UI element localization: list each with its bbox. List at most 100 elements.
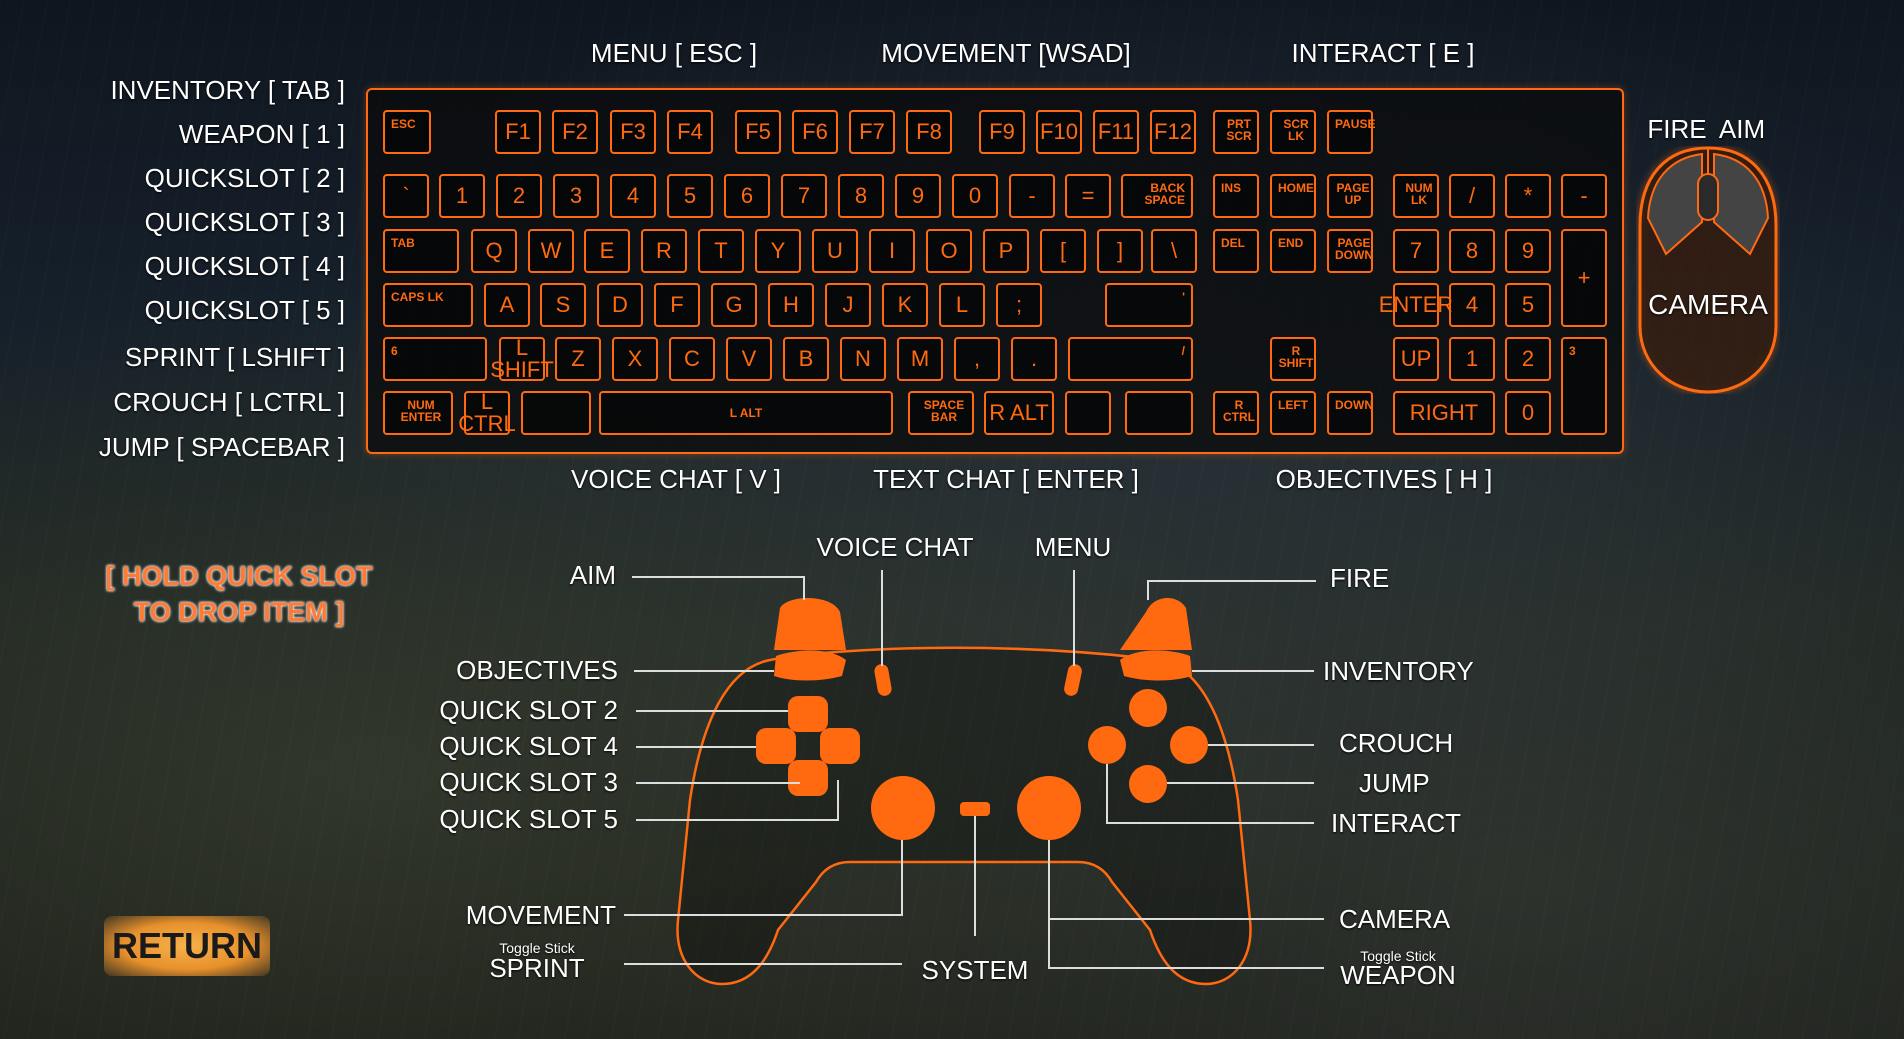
face-button-right[interactable] xyxy=(1170,726,1208,764)
key-space-bar-94[interactable]: SPACE BAR xyxy=(908,391,974,435)
key-5-21[interactable]: 5 xyxy=(667,174,713,218)
left-trigger[interactable] xyxy=(774,597,846,650)
key-sym-83[interactable]: . xyxy=(1011,337,1057,381)
face-button-bottom[interactable] xyxy=(1129,765,1167,803)
key-scr-lk-14[interactable]: SCR LK xyxy=(1270,110,1316,154)
share-button[interactable] xyxy=(873,663,892,697)
face-button-top[interactable] xyxy=(1129,689,1167,727)
key-sym-34[interactable]: / xyxy=(1449,174,1495,218)
key-k-66[interactable]: K xyxy=(882,283,928,327)
key-pause-15[interactable]: PAUSE xyxy=(1327,110,1375,154)
key-f6-6[interactable]: F6 xyxy=(792,110,838,154)
key-6-22[interactable]: 6 xyxy=(724,174,770,218)
key-l-ctrl-91[interactable]: L CTRL xyxy=(458,389,516,436)
key-6-73[interactable]: 6 xyxy=(383,337,487,381)
key-sym-69[interactable]: ' xyxy=(1105,283,1193,327)
key-1-87[interactable]: 1 xyxy=(1449,337,1495,381)
dpad-up[interactable] xyxy=(788,696,828,732)
key-2-18[interactable]: 2 xyxy=(496,174,542,218)
key-sym-84[interactable]: / xyxy=(1068,337,1193,381)
key-f7-7[interactable]: F7 xyxy=(849,110,895,154)
left-stick[interactable] xyxy=(871,776,935,840)
key-q-38[interactable]: Q xyxy=(471,229,517,273)
key-8-24[interactable]: 8 xyxy=(838,174,884,218)
key-d-61[interactable]: D xyxy=(597,283,643,327)
key-s-60[interactable]: S xyxy=(540,283,586,327)
key-f12-12[interactable]: F12 xyxy=(1150,110,1196,154)
key-left-99[interactable]: LEFT xyxy=(1270,391,1316,435)
key-tab-37[interactable]: TAB xyxy=(383,229,459,273)
key-e-40[interactable]: E xyxy=(584,229,630,273)
key-f9-9[interactable]: F9 xyxy=(979,110,1025,154)
key-u-44[interactable]: U xyxy=(812,229,858,273)
key-blank-96[interactable] xyxy=(1065,391,1111,435)
key-3-19[interactable]: 3 xyxy=(553,174,599,218)
key-b-79[interactable]: B xyxy=(783,337,829,381)
key-l-67[interactable]: L xyxy=(939,283,985,327)
key-blank-92[interactable] xyxy=(521,391,591,435)
return-button[interactable]: RETURN xyxy=(104,916,270,976)
options-button[interactable] xyxy=(1063,663,1083,697)
key-1-17[interactable]: 1 xyxy=(439,174,485,218)
key-r-41[interactable]: R xyxy=(641,229,687,273)
key-blank-97[interactable] xyxy=(1125,391,1193,435)
key-f3-3[interactable]: F3 xyxy=(610,110,656,154)
system-button[interactable] xyxy=(960,802,990,816)
key-t-42[interactable]: T xyxy=(698,229,744,273)
key-sym-48[interactable]: [ xyxy=(1040,229,1086,273)
key-f4-4[interactable]: F4 xyxy=(667,110,713,154)
right-trigger[interactable] xyxy=(1120,597,1192,650)
key-f10-10[interactable]: F10 xyxy=(1036,110,1082,154)
key-p-47[interactable]: P xyxy=(983,229,1029,273)
dpad-down[interactable] xyxy=(788,760,828,796)
key-f11-11[interactable]: F11 xyxy=(1093,110,1139,154)
key-sym-49[interactable]: ] xyxy=(1097,229,1143,273)
key-end-52[interactable]: END xyxy=(1270,229,1316,273)
key-sym-35[interactable]: * xyxy=(1505,174,1551,218)
key-9-25[interactable]: 9 xyxy=(895,174,941,218)
key-0-26[interactable]: 0 xyxy=(952,174,998,218)
key-v-78[interactable]: V xyxy=(726,337,772,381)
left-bumper[interactable] xyxy=(774,650,846,681)
face-button-left[interactable] xyxy=(1088,726,1126,764)
key-c-77[interactable]: C xyxy=(669,337,715,381)
key-sym-27[interactable]: - xyxy=(1009,174,1055,218)
key-o-46[interactable]: O xyxy=(926,229,972,273)
key-5-72[interactable]: 5 xyxy=(1505,283,1551,327)
key-caps-lk-58[interactable]: CAPS LK xyxy=(383,283,473,327)
right-stick[interactable] xyxy=(1017,776,1081,840)
key-sym-16[interactable]: ` xyxy=(383,174,429,218)
key-up-86[interactable]: UP xyxy=(1393,337,1439,381)
key-8-55[interactable]: 8 xyxy=(1449,229,1495,273)
key-r-alt-95[interactable]: R ALT xyxy=(984,391,1054,435)
key-l-shift-74[interactable]: L SHIFT xyxy=(490,335,554,382)
key-page-down-53[interactable]: PAGE DOWN xyxy=(1327,229,1373,273)
key-f2-2[interactable]: F2 xyxy=(552,110,598,154)
key-r-ctrl-98[interactable]: R CTRL xyxy=(1213,391,1259,435)
key-enter-70[interactable]: ENTER xyxy=(1379,283,1453,327)
key-f-62[interactable]: F xyxy=(654,283,700,327)
key-i-45[interactable]: I xyxy=(869,229,915,273)
key-ins-30[interactable]: INS xyxy=(1213,174,1259,218)
key-del-51[interactable]: DEL xyxy=(1213,229,1259,273)
key-back-space-29[interactable]: BACK SPACE xyxy=(1121,174,1193,218)
key-4-20[interactable]: 4 xyxy=(610,174,656,218)
key-down-100[interactable]: DOWN xyxy=(1327,391,1373,435)
key-z-75[interactable]: Z xyxy=(555,337,601,381)
key-m-81[interactable]: M xyxy=(897,337,943,381)
dpad-right[interactable] xyxy=(820,728,860,764)
key-sym-50[interactable]: \ xyxy=(1151,229,1197,273)
key-7-54[interactable]: 7 xyxy=(1393,229,1439,273)
key-3-89[interactable]: 3 xyxy=(1561,337,1607,435)
right-bumper[interactable] xyxy=(1120,650,1192,681)
key-a-59[interactable]: A xyxy=(484,283,530,327)
key-j-65[interactable]: J xyxy=(825,283,871,327)
key-home-31[interactable]: HOME xyxy=(1270,174,1316,218)
key-w-39[interactable]: W xyxy=(528,229,574,273)
key-h-64[interactable]: H xyxy=(768,283,814,327)
key-page-up-32[interactable]: PAGE UP xyxy=(1327,174,1373,218)
key-sym-28[interactable]: = xyxy=(1065,174,1111,218)
key-g-63[interactable]: G xyxy=(711,283,757,327)
key-7-23[interactable]: 7 xyxy=(781,174,827,218)
key-l-alt-93[interactable]: L ALT xyxy=(599,391,893,435)
